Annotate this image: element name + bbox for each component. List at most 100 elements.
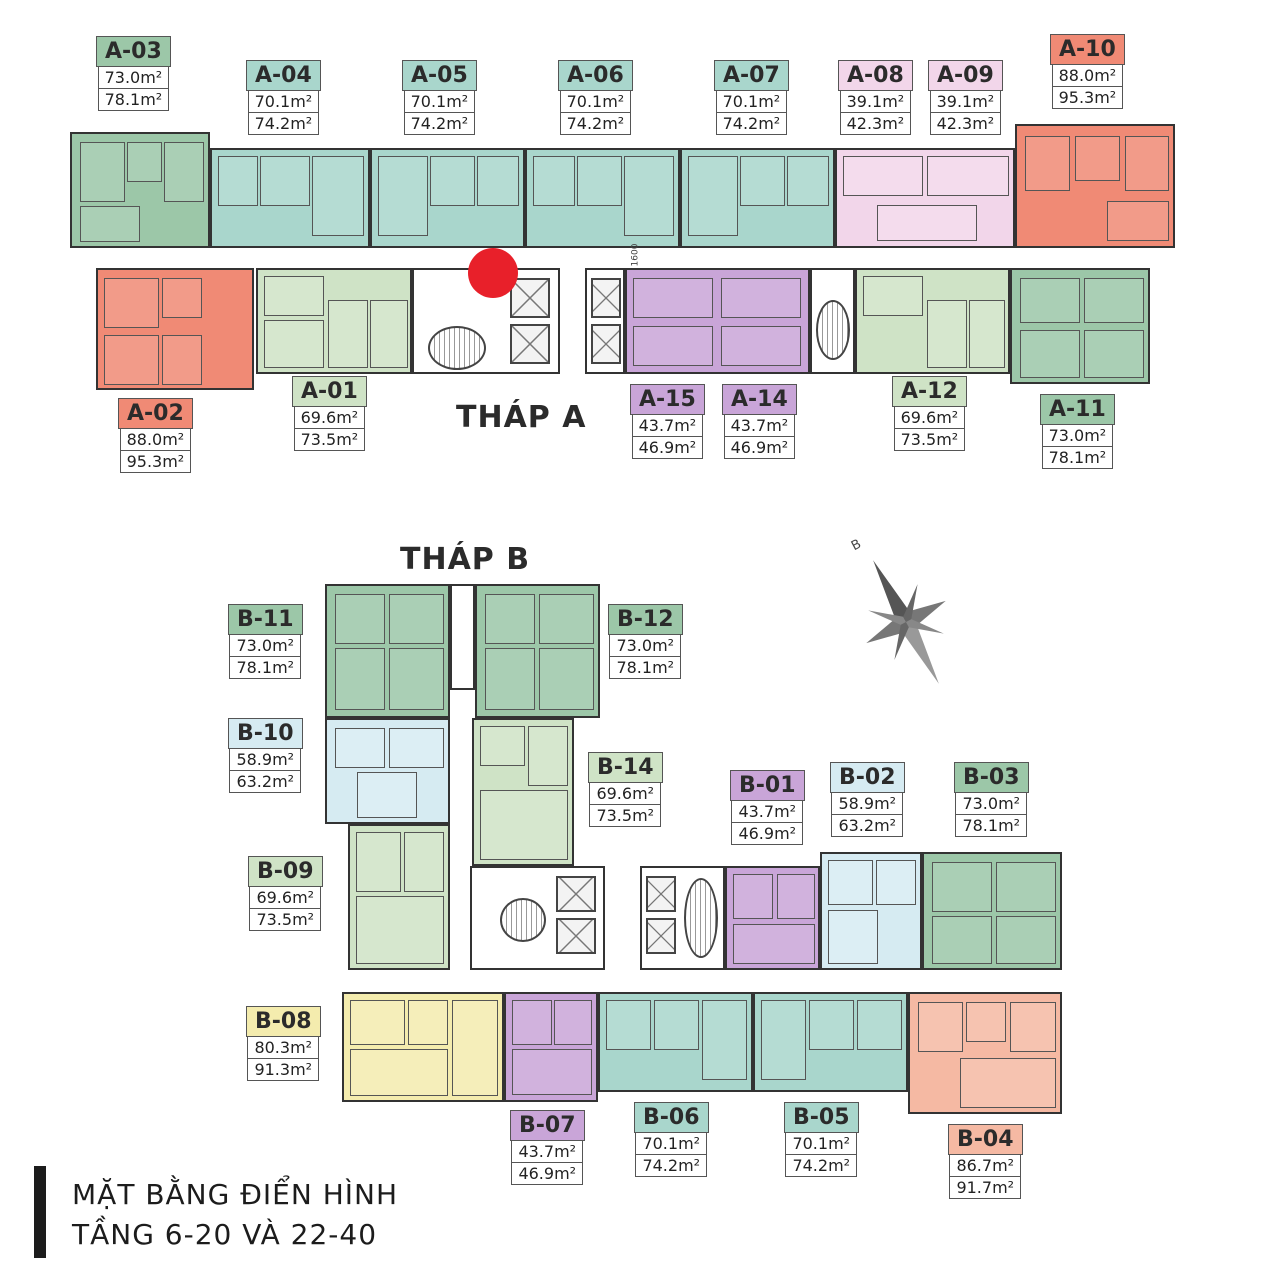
unit-block-b10[interactable] [325, 718, 450, 824]
unit-code: B-01 [730, 770, 805, 801]
unit-label-a02[interactable]: A-02 88.0m² 95.3m² [118, 398, 193, 473]
unit-label-b03[interactable]: B-03 73.0m² 78.1m² [954, 762, 1029, 837]
unit-label-b08[interactable]: B-08 80.3m² 91.3m² [246, 1006, 321, 1081]
unit-label-b10[interactable]: B-10 58.9m² 63.2m² [228, 718, 303, 793]
room [357, 772, 417, 818]
unit-area-2: 91.3m² [247, 1059, 320, 1081]
unit-block-b07[interactable] [504, 992, 598, 1102]
unit-label-a10[interactable]: A-10 88.0m² 95.3m² [1050, 34, 1125, 109]
current-location-marker[interactable] [468, 248, 518, 298]
room [408, 1000, 448, 1045]
unit-area-2: 73.5m² [293, 429, 366, 451]
room [688, 156, 738, 236]
unit-label-a15[interactable]: A-15 43.7m² 46.9m² [630, 384, 705, 459]
room [485, 594, 535, 644]
unit-label-a07[interactable]: A-07 70.1m² 74.2m² [714, 60, 789, 135]
unit-area-1: 69.6m² [249, 887, 322, 909]
unit-area-2: 46.9m² [723, 437, 796, 459]
unit-block-a10[interactable] [1015, 124, 1175, 248]
room [863, 276, 923, 316]
room [787, 156, 829, 206]
unit-code: B-10 [228, 718, 303, 749]
unit-label-b02[interactable]: B-02 58.9m² 63.2m² [830, 762, 905, 837]
unit-label-b04[interactable]: B-04 86.7m² 91.7m² [948, 1124, 1023, 1199]
room [389, 728, 444, 768]
unit-label-a05[interactable]: A-05 70.1m² 74.2m² [402, 60, 477, 135]
room [1075, 136, 1120, 181]
unit-area-1: 39.1m² [929, 91, 1002, 113]
unit-area-2: 78.1m² [229, 657, 302, 679]
unit-block-b11[interactable] [325, 584, 450, 718]
unit-label-b12[interactable]: B-12 73.0m² 78.1m² [608, 604, 683, 679]
room [370, 300, 408, 368]
unit-block-a08-a09[interactable] [835, 148, 1015, 248]
unit-area-1: 69.6m² [589, 783, 662, 805]
room [877, 205, 977, 241]
room [1020, 330, 1080, 378]
unit-area-1: 70.1m² [247, 91, 320, 113]
unit-block-a11[interactable] [1010, 268, 1150, 384]
room [335, 594, 385, 644]
unit-block-b12[interactable] [475, 584, 600, 718]
unit-label-b06[interactable]: B-06 70.1m² 74.2m² [634, 1102, 709, 1177]
unit-label-a12[interactable]: A-12 69.6m² 73.5m² [892, 376, 967, 451]
unit-block-a01[interactable] [256, 268, 412, 374]
unit-label-b01[interactable]: B-01 43.7m² 46.9m² [730, 770, 805, 845]
unit-label-b07[interactable]: B-07 43.7m² 46.9m² [510, 1110, 585, 1185]
unit-label-a01[interactable]: A-01 69.6m² 73.5m² [292, 376, 367, 451]
unit-block-b09[interactable] [348, 824, 450, 970]
title-accent-bar [34, 1166, 46, 1258]
unit-code: A-05 [402, 60, 477, 91]
room [430, 156, 475, 206]
unit-label-a08[interactable]: A-08 39.1m² 42.3m² [838, 60, 913, 135]
unit-area-2: 42.3m² [929, 113, 1002, 135]
unit-label-b09[interactable]: B-09 69.6m² 73.5m² [248, 856, 323, 931]
unit-block-a03[interactable] [70, 132, 210, 248]
unit-area-2: 74.2m² [559, 113, 632, 135]
room [104, 278, 159, 328]
unit-block-b06[interactable] [598, 992, 753, 1092]
unit-block-b14[interactable] [472, 718, 574, 866]
unit-area-1: 73.0m² [955, 793, 1028, 815]
unit-block-b01[interactable] [725, 866, 820, 970]
room [721, 326, 801, 366]
core-a-mid [585, 268, 625, 374]
unit-label-a11[interactable]: A-11 73.0m² 78.1m² [1040, 394, 1115, 469]
unit-label-a03[interactable]: A-03 73.0m² 78.1m² [96, 36, 171, 111]
unit-area-2: 78.1m² [1041, 447, 1114, 469]
unit-label-a09[interactable]: A-09 39.1m² 42.3m² [928, 60, 1003, 135]
unit-label-a14[interactable]: A-14 43.7m² 46.9m² [722, 384, 797, 459]
unit-area-1: 69.6m² [293, 407, 366, 429]
unit-block-a07[interactable] [680, 148, 835, 248]
unit-area-1: 58.9m² [229, 749, 302, 771]
unit-block-a06[interactable] [525, 148, 680, 248]
unit-block-b08[interactable] [342, 992, 504, 1102]
unit-block-a15-a14[interactable] [625, 268, 810, 374]
unit-block-b04[interactable] [908, 992, 1062, 1114]
corridor-a [70, 248, 1175, 268]
unit-block-a02[interactable] [96, 268, 254, 390]
unit-block-a04[interactable] [210, 148, 370, 248]
room [624, 156, 674, 236]
room [80, 206, 140, 242]
unit-block-a05[interactable] [370, 148, 525, 248]
unit-label-a06[interactable]: A-06 70.1m² 74.2m² [558, 60, 633, 135]
room [350, 1049, 448, 1096]
unit-block-a12[interactable] [855, 268, 1010, 374]
unit-area-2: 42.3m² [839, 113, 912, 135]
unit-area-2: 63.2m² [831, 815, 904, 837]
unit-label-b14[interactable]: B-14 69.6m² 73.5m² [588, 752, 663, 827]
unit-block-b03[interactable] [922, 852, 1062, 970]
unit-area-1: 43.7m² [631, 415, 704, 437]
unit-label-a04[interactable]: A-04 70.1m² 74.2m² [246, 60, 321, 135]
unit-label-b11[interactable]: B-11 73.0m² 78.1m² [228, 604, 303, 679]
unit-block-b05[interactable] [753, 992, 908, 1092]
staircase-icon [428, 326, 486, 370]
unit-area-1: 73.0m² [229, 635, 302, 657]
tower-b-title: THÁP B [400, 542, 531, 577]
unit-area-2: 74.2m² [715, 113, 788, 135]
unit-label-b05[interactable]: B-05 70.1m² 74.2m² [784, 1102, 859, 1177]
unit-block-b02[interactable] [820, 852, 922, 970]
room [996, 916, 1056, 964]
unit-code: A-02 [118, 398, 193, 429]
